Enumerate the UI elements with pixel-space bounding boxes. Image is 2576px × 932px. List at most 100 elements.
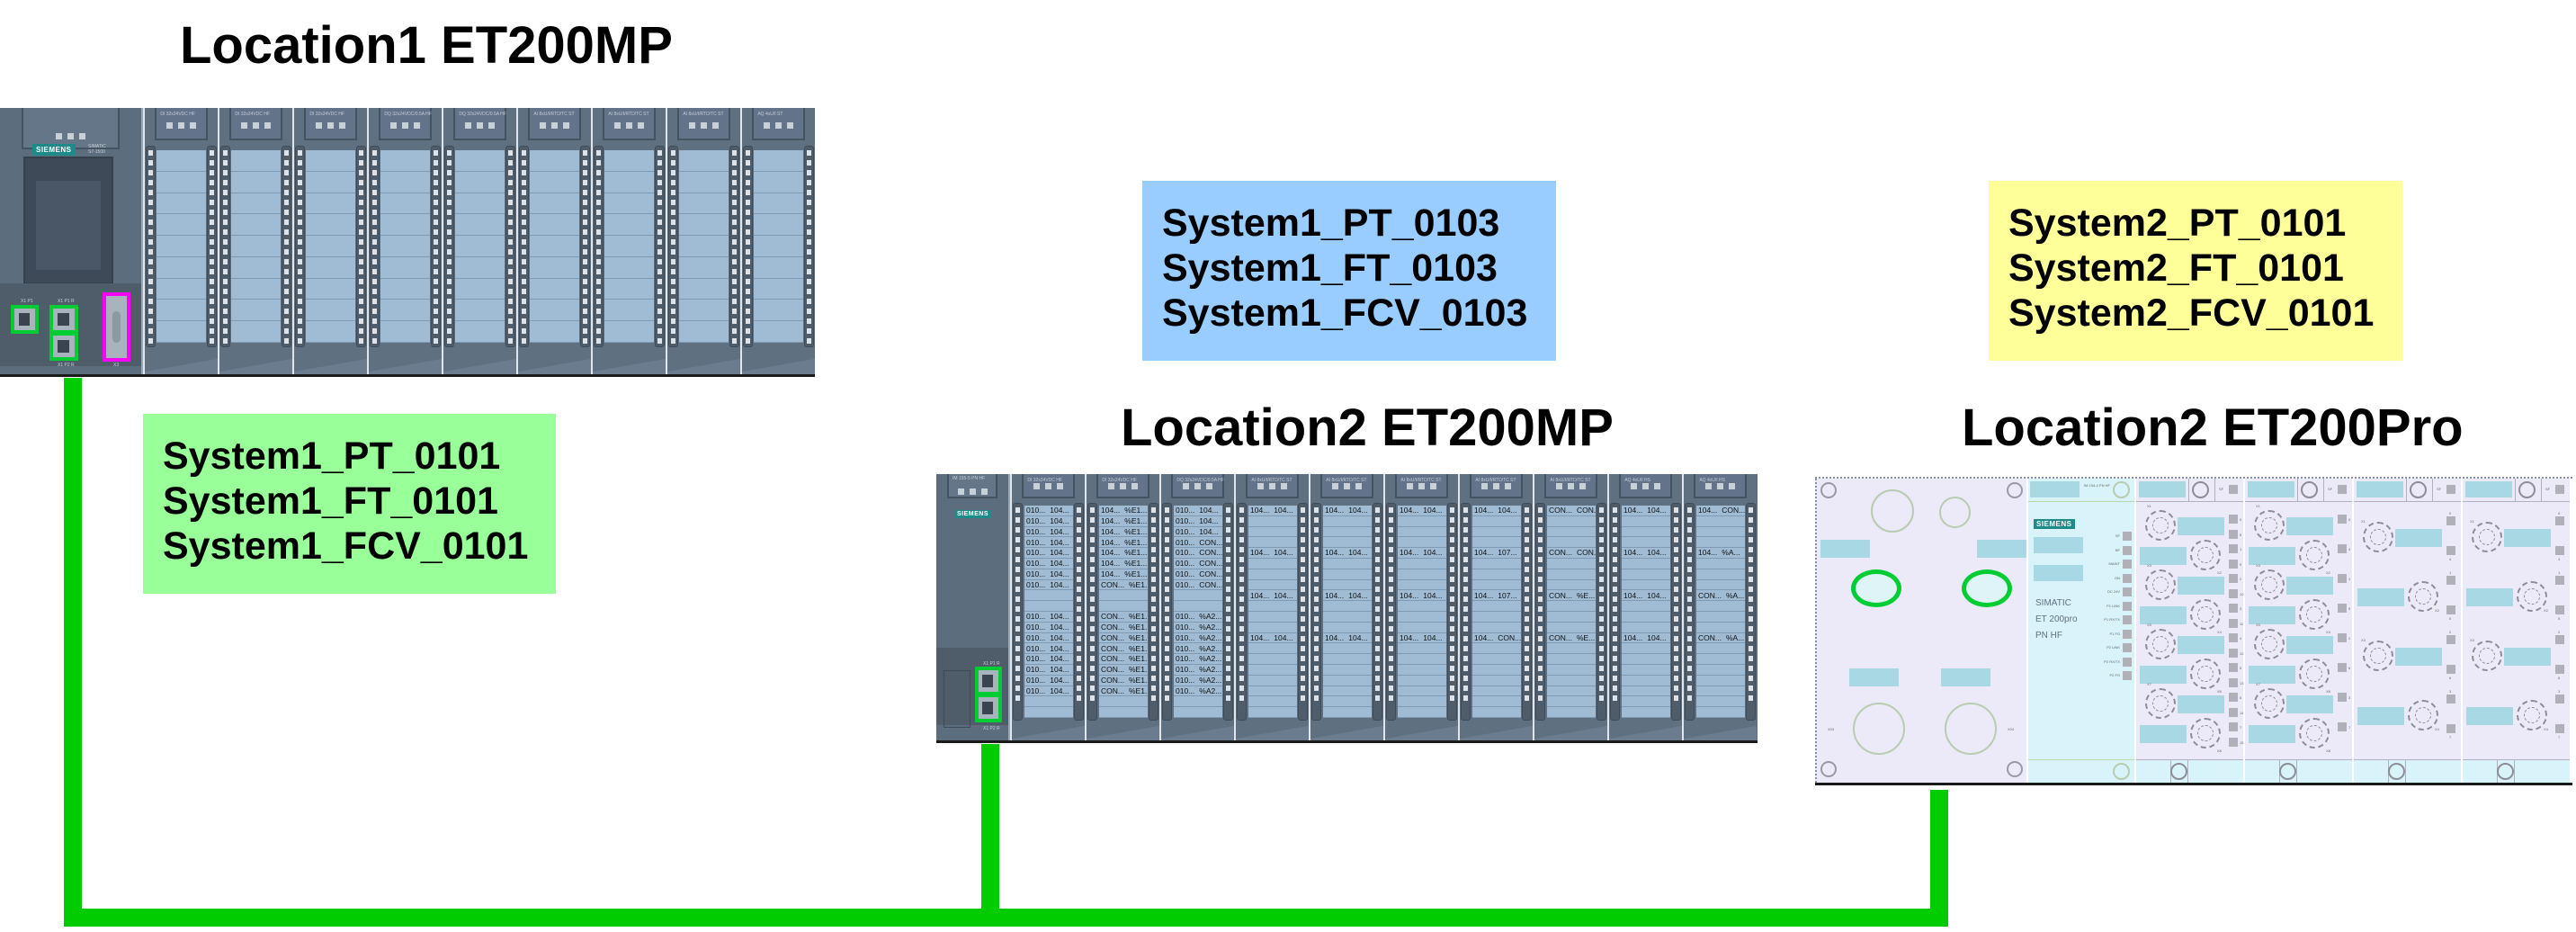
channel-row[interactable] [1323, 559, 1372, 569]
channel-row[interactable]: 010...104... [1024, 569, 1073, 580]
channel-row[interactable] [1547, 676, 1596, 686]
channel-row[interactable]: 010...CON... [1174, 569, 1222, 580]
channel-row[interactable]: 104...104... [1248, 633, 1297, 644]
channel-row[interactable] [1547, 559, 1596, 569]
channel-row[interactable] [1398, 654, 1446, 665]
channel-row[interactable] [1547, 601, 1596, 612]
channel-row[interactable] [1248, 707, 1297, 718]
channel-row[interactable]: 010...104... [1174, 506, 1222, 516]
channel-row[interactable]: CON...CON... [1547, 548, 1596, 559]
channel-row[interactable]: CON...%E1... [1099, 643, 1148, 655]
cpu-display[interactable] [23, 157, 113, 284]
channel-row[interactable] [1547, 643, 1596, 655]
channel-row[interactable]: 104...%E1... [1099, 559, 1148, 569]
io-module[interactable]: DI 32x24VDC HF [143, 108, 218, 374]
channel-row[interactable] [1099, 696, 1148, 708]
channel-row[interactable]: CON...%A... [1696, 590, 1745, 602]
m12-connector-icon[interactable] [2472, 522, 2502, 552]
channel-row[interactable] [1323, 686, 1372, 697]
channel-row[interactable]: 010...%A2... [1174, 633, 1222, 644]
channel-row[interactable] [1472, 516, 1521, 527]
channel-row[interactable] [1472, 676, 1521, 686]
channel-row[interactable]: 010...%A2... [1174, 623, 1222, 633]
channel-row[interactable] [1099, 707, 1148, 718]
channel-row[interactable] [1248, 612, 1297, 623]
channel-row[interactable] [1472, 696, 1521, 708]
channel-row[interactable]: 010...104... [1024, 537, 1073, 549]
channel-row[interactable] [1472, 643, 1521, 655]
channel-row[interactable] [1696, 623, 1745, 633]
channel-row[interactable] [1323, 580, 1372, 591]
channel-row[interactable]: CON...%E1... [1099, 686, 1148, 697]
cpu-module[interactable]: SIEMENS SIMATIC S7-1500 X1 P1 X1 P1 R X1… [0, 108, 143, 374]
profinet-line-drop-location2-pro[interactable] [1930, 790, 1948, 918]
channel-row[interactable] [1323, 569, 1372, 580]
m12-connector-icon[interactable] [2190, 718, 2221, 748]
channel-row[interactable]: 104...104... [1622, 590, 1670, 602]
m12-connector-icon[interactable] [2408, 581, 2438, 612]
channel-row[interactable] [1622, 623, 1670, 633]
channel-row[interactable]: CON...%E1... [1099, 665, 1148, 676]
channel-row[interactable] [1622, 569, 1670, 580]
channel-row[interactable] [1472, 665, 1521, 676]
channel-row[interactable] [1323, 537, 1372, 549]
m12-connector-icon[interactable] [2517, 581, 2547, 612]
channel-row[interactable] [1472, 707, 1521, 718]
channel-row[interactable] [1547, 612, 1596, 623]
channel-row[interactable]: 010...104... [1024, 516, 1073, 527]
channel-row[interactable] [1472, 569, 1521, 580]
channel-row[interactable]: 104...%A... [1696, 548, 1745, 559]
channel-row[interactable] [1696, 676, 1745, 686]
channel-row[interactable]: CON...%A... [1696, 633, 1745, 644]
channel-row[interactable] [1547, 516, 1596, 527]
channel-row[interactable] [1696, 707, 1745, 718]
m12-connector-icon[interactable] [2190, 659, 2221, 689]
m12-connector-icon[interactable] [2299, 718, 2330, 748]
channel-row[interactable]: 010...104... [1024, 559, 1073, 569]
channel-row[interactable] [1398, 643, 1446, 655]
channel-row[interactable] [1248, 654, 1297, 665]
channel-row[interactable] [1622, 696, 1670, 708]
rack-location2-et200mp[interactable]: IM 155-5 PN HF SIEMENS X1 P1 R X1 P2 R D… [936, 474, 1758, 743]
channel-row[interactable]: 010...CON... [1174, 580, 1222, 591]
channel-row[interactable] [1248, 665, 1297, 676]
channel-row[interactable]: 104...%E1... [1099, 537, 1148, 549]
channel-row[interactable]: 010...%A2... [1174, 665, 1222, 676]
channel-row[interactable]: 104...104... [1398, 548, 1446, 559]
channel-row[interactable] [1696, 612, 1745, 623]
channel-row[interactable] [1547, 537, 1596, 549]
channel-row[interactable]: CON...%E1... [1099, 654, 1148, 665]
channel-row[interactable]: 104...104... [1398, 506, 1446, 516]
channel-row[interactable]: 010...104... [1024, 643, 1073, 655]
channel-row[interactable]: 010...104... [1024, 623, 1073, 633]
channel-row[interactable]: 010...%A2... [1174, 686, 1222, 697]
channel-row[interactable] [1398, 580, 1446, 591]
channel-row[interactable] [1398, 527, 1446, 538]
channel-row[interactable]: 104...%E1... [1099, 569, 1148, 580]
channel-row[interactable] [1472, 623, 1521, 633]
channel-row[interactable] [1248, 516, 1297, 527]
channel-row[interactable] [1696, 654, 1745, 665]
channel-row[interactable] [1472, 654, 1521, 665]
channel-row[interactable] [1248, 601, 1297, 612]
m12-connector-icon[interactable] [2363, 522, 2393, 552]
io-module[interactable]: AI 8xU/I/RTD/TC ST [666, 108, 740, 374]
channel-row[interactable] [1248, 537, 1297, 549]
profinet-line-drop-location1[interactable] [64, 378, 82, 927]
channel-row[interactable] [1174, 601, 1222, 612]
channel-row[interactable] [1024, 601, 1073, 612]
m12-connector-icon[interactable] [2190, 599, 2221, 630]
channel-row[interactable] [1323, 623, 1372, 633]
channel-row[interactable] [1248, 696, 1297, 708]
channel-row[interactable] [1323, 643, 1372, 655]
channel-row[interactable] [1696, 580, 1745, 591]
channel-row[interactable] [1248, 643, 1297, 655]
channel-row[interactable] [1472, 580, 1521, 591]
channel-row[interactable] [1547, 665, 1596, 676]
